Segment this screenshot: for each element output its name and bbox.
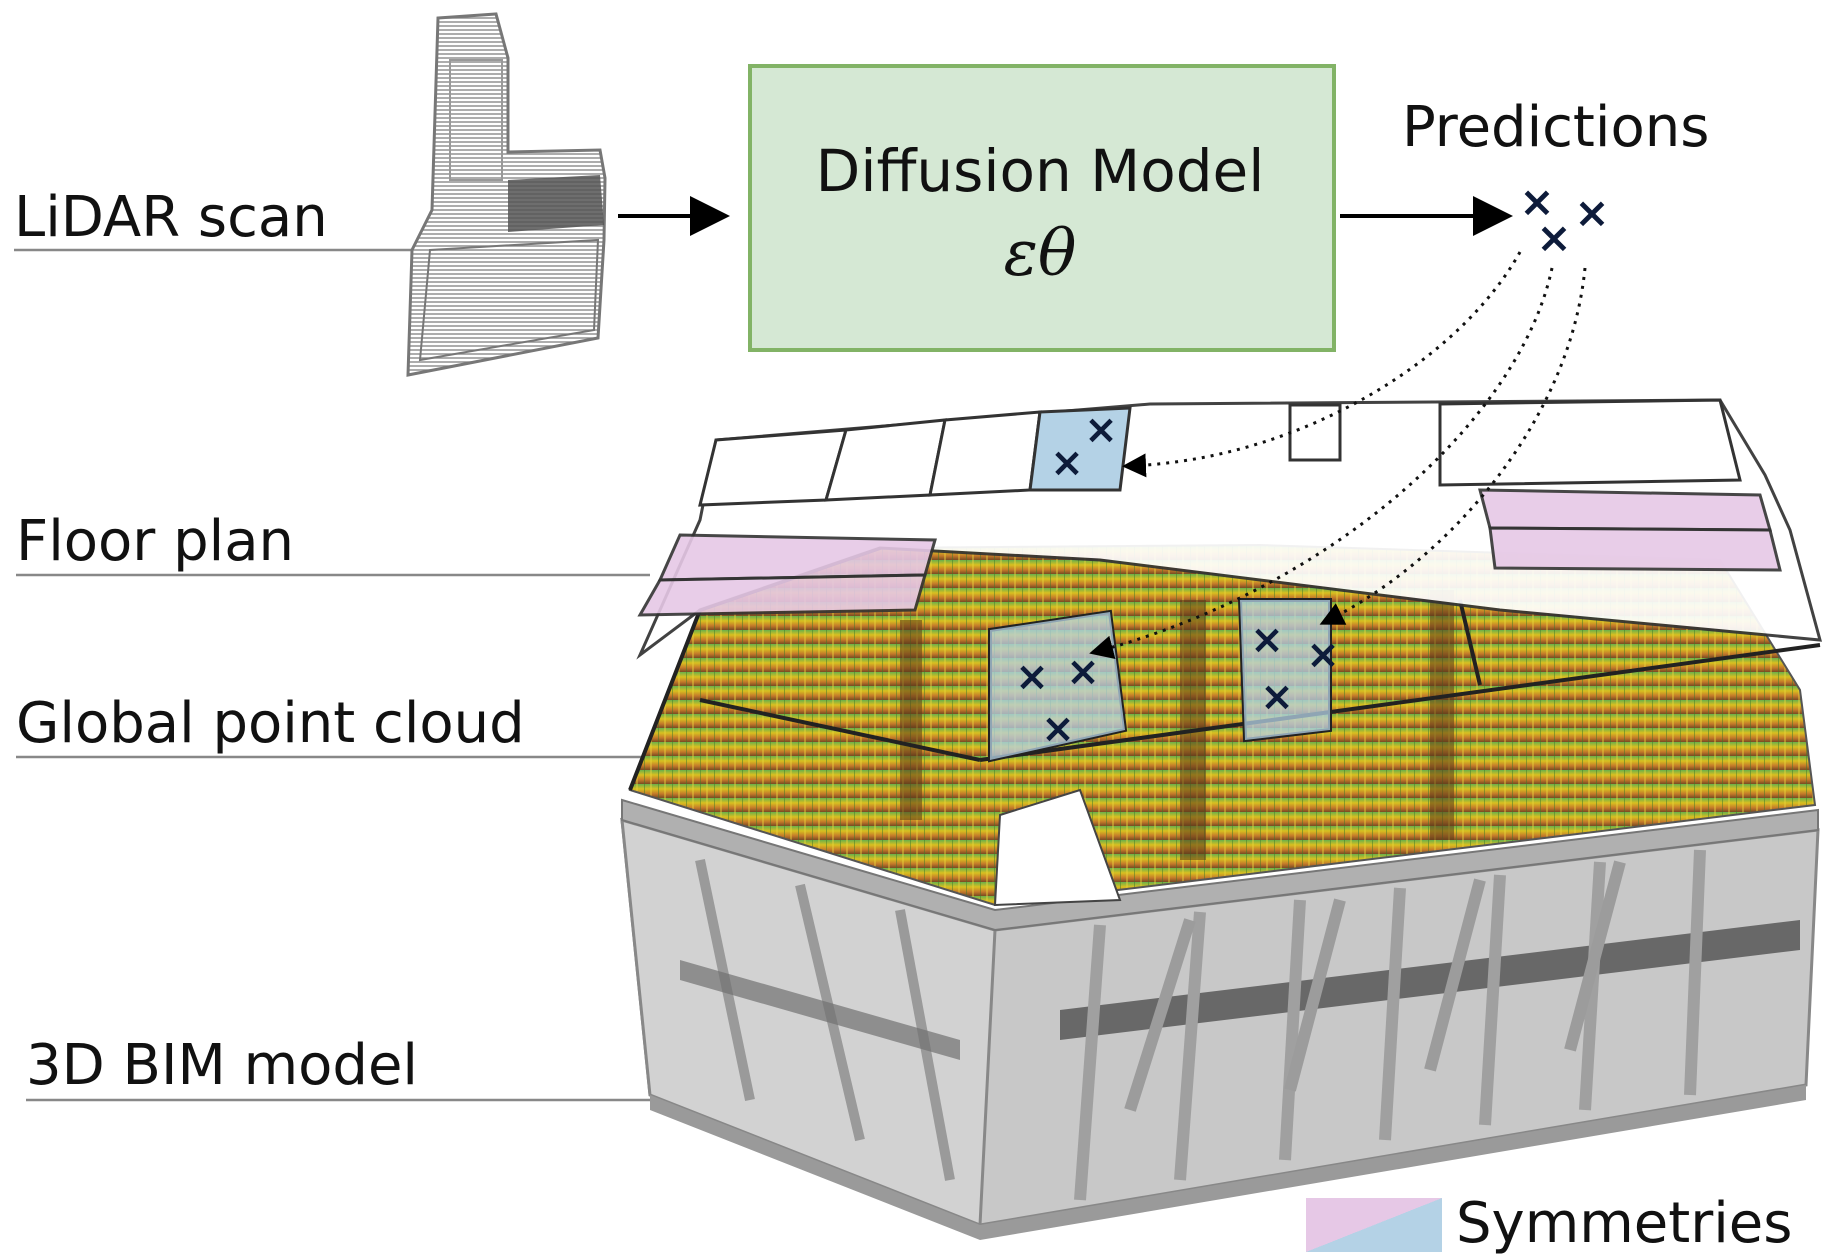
prediction-marker: ×	[1536, 213, 1571, 262]
prediction-marker: ×	[1050, 440, 1084, 486]
prediction-marker: ×	[1041, 706, 1075, 752]
predictions-label: Predictions	[1402, 95, 1710, 160]
prediction-marker: ×	[1250, 617, 1284, 663]
diffusion-model-title: Diffusion Model	[815, 137, 1265, 205]
lidar-scan-label: LiDAR scan	[14, 185, 328, 250]
floor-plan-graphic: × ×	[636, 398, 1823, 660]
prediction-marker: ×	[1015, 654, 1049, 700]
prediction-marker: ×	[1306, 632, 1340, 678]
floor-plan-label: Floor plan	[16, 509, 295, 574]
diffusion-model-box	[748, 64, 1336, 352]
prediction-marker: ×	[1574, 188, 1609, 237]
prediction-marker: ×	[1066, 649, 1100, 695]
prediction-marker: ×	[1260, 674, 1294, 720]
bim-model-graphic	[620, 798, 1820, 1240]
symmetry-region	[657, 533, 937, 582]
prediction-arrows	[1089, 251, 1587, 660]
symmetry-region	[1028, 406, 1132, 492]
lidar-scan-graphic	[406, 12, 607, 377]
prediction-marker: ×	[1084, 407, 1118, 453]
legend-label: Symmetries	[1456, 1191, 1793, 1256]
symmetry-region	[637, 573, 927, 617]
prediction-marker: ×	[1519, 177, 1554, 226]
symmetry-region	[1240, 600, 1330, 740]
prediction-markers: × × ×	[1519, 177, 1609, 262]
diffusion-model-symbol: εθ	[1003, 217, 1077, 291]
bim-model-label: 3D BIM model	[26, 1033, 418, 1098]
global-point-cloud-label: Global point cloud	[16, 691, 525, 756]
legend-swatch	[1306, 1198, 1442, 1252]
symmetry-region	[1478, 488, 1772, 532]
symmetry-region	[1488, 526, 1782, 572]
